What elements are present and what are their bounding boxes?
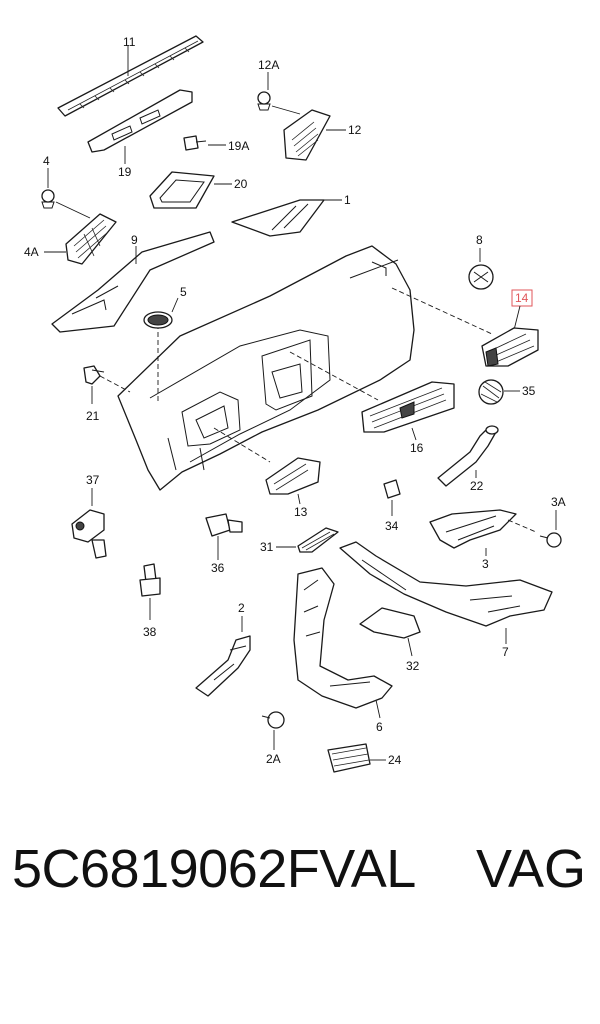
label-5: 5 xyxy=(180,285,187,299)
label-4: 4 xyxy=(43,154,50,168)
part-31-small-vent xyxy=(276,527,339,553)
label-16: 16 xyxy=(410,441,424,455)
label-21: 21 xyxy=(86,409,100,423)
part-32-duct-piece xyxy=(359,607,421,657)
part-2-trim-bracket xyxy=(195,616,251,697)
part-19-vent-channel xyxy=(87,89,193,164)
label-2: 2 xyxy=(238,601,245,615)
part-4a-speaker-grille xyxy=(44,213,117,265)
label-38: 38 xyxy=(143,625,157,639)
brand-name: VAG xyxy=(475,839,586,899)
label-32: 32 xyxy=(406,659,420,673)
label-19a: 19A xyxy=(228,139,249,153)
label-13: 13 xyxy=(294,505,308,519)
part-labels: 11 12A 12 19A 4 19 20 1 9 8 4A 5 14 35 2… xyxy=(24,35,566,767)
part-37-sensor xyxy=(71,488,107,559)
part-11-defrost-vent-strip xyxy=(57,35,204,117)
part-14-side-air-vent xyxy=(481,289,539,367)
part-24-small-grille xyxy=(327,743,386,773)
dashboard-panel xyxy=(117,245,415,491)
part-20-seal-frame xyxy=(149,171,232,209)
part-1-duct-cover xyxy=(231,199,342,237)
part-22-hose xyxy=(437,425,499,487)
part-19a-screw xyxy=(183,135,226,151)
label-37: 37 xyxy=(86,473,100,487)
label-12a: 12A xyxy=(258,58,279,72)
part-16-center-air-vent xyxy=(361,381,455,441)
caption: 5C6819062FVAL VAG xyxy=(0,838,600,928)
part-9-pillar-trim xyxy=(51,231,215,333)
part-36-sensor xyxy=(205,513,243,560)
label-19: 19 xyxy=(118,165,132,179)
label-35: 35 xyxy=(522,384,536,398)
label-3a: 3A xyxy=(551,495,566,509)
part-12-vent-grille xyxy=(283,109,346,161)
label-4a: 4A xyxy=(24,245,39,259)
part-38-connector xyxy=(139,563,161,620)
label-9: 9 xyxy=(131,233,138,247)
part-2a-screw xyxy=(261,711,285,750)
label-14: 14 xyxy=(515,291,529,305)
label-7: 7 xyxy=(502,645,509,659)
part-12a-clip xyxy=(257,72,301,115)
label-22: 22 xyxy=(470,479,484,493)
label-24: 24 xyxy=(388,753,402,767)
part-21-clip xyxy=(83,365,105,404)
label-12: 12 xyxy=(348,123,362,137)
label-31: 31 xyxy=(260,540,274,554)
part-number: 5C6819062FVAL xyxy=(12,839,416,899)
part-35-round-vent xyxy=(478,379,520,405)
part-7-air-duct xyxy=(339,541,553,644)
assembly-guides xyxy=(99,287,493,463)
part-8-cap xyxy=(468,248,494,290)
part-6-floor-duct xyxy=(293,567,393,719)
label-11: 11 xyxy=(123,35,136,49)
label-1: 1 xyxy=(344,193,351,207)
label-2a: 2A xyxy=(266,752,281,766)
part-3a-screw xyxy=(539,510,562,548)
label-36: 36 xyxy=(211,561,225,575)
part-13-lower-vent xyxy=(265,457,321,505)
parts-diagram: 11 12A 12 19A 4 19 20 1 9 8 4A 5 14 35 2… xyxy=(24,35,566,773)
label-8: 8 xyxy=(476,233,483,247)
part-4-clip xyxy=(41,168,91,219)
label-20: 20 xyxy=(234,177,248,191)
label-3: 3 xyxy=(482,557,489,571)
label-34: 34 xyxy=(385,519,399,533)
part-5-round-vent xyxy=(143,297,179,329)
part-3-bracket xyxy=(429,509,537,556)
label-6: 6 xyxy=(376,720,383,734)
part-34-clip xyxy=(383,479,401,516)
